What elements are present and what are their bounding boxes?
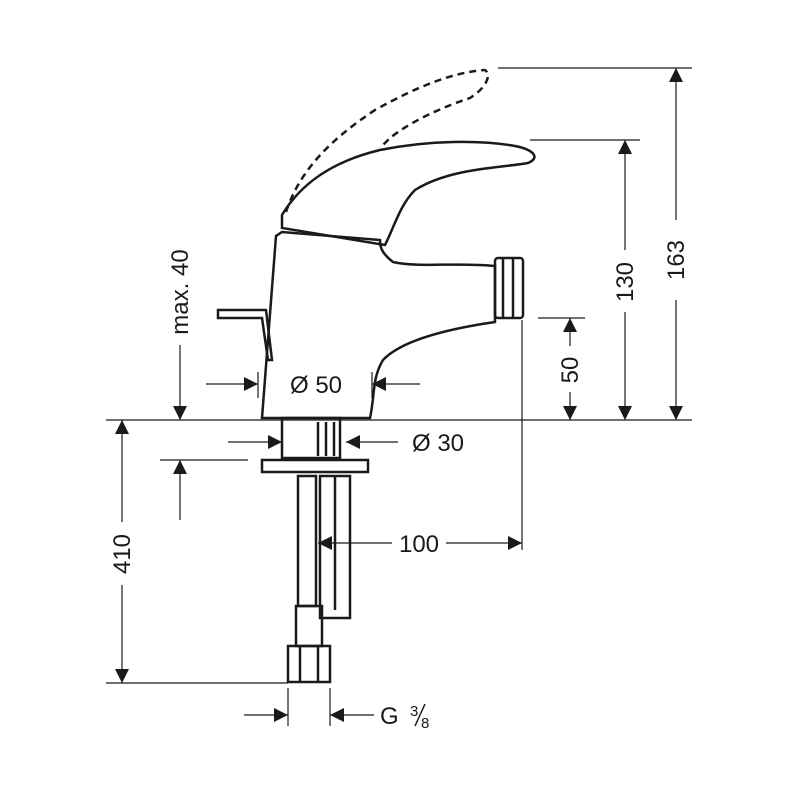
hose-connector: [294, 604, 324, 648]
supply-hose-left: [296, 474, 318, 608]
label-g38-prefix: G: [380, 703, 399, 730]
shank: [280, 416, 342, 460]
outlet-nozzle: [493, 256, 525, 320]
label-100: 100: [399, 531, 439, 558]
union-nut: [286, 644, 332, 684]
mounting-plate: [260, 458, 370, 474]
body: [260, 230, 497, 420]
dimension-labels: 163 130 50 max. 40 410 Ø 50 Ø 30 100 G 3…: [109, 240, 690, 732]
popup-rod: [216, 308, 274, 362]
lever-raised-dashed: [284, 68, 490, 213]
label-410: 410: [109, 534, 136, 574]
label-163: 163: [663, 240, 690, 280]
label-130: 130: [612, 262, 639, 302]
fraction-slash: [414, 703, 426, 727]
label-d30: Ø 30: [412, 430, 464, 457]
faucet-outline: [216, 68, 536, 684]
dimension-lines: [115, 68, 683, 722]
extension-lines: [106, 67, 692, 726]
label-g38-denominator: 8: [421, 715, 429, 732]
label-max-40: max. 40: [167, 249, 194, 334]
label-50-outlet: 50: [557, 357, 584, 384]
label-g38-numerator: 3: [410, 703, 418, 720]
lever: [280, 140, 536, 247]
label-d50: Ø 50: [290, 372, 342, 399]
